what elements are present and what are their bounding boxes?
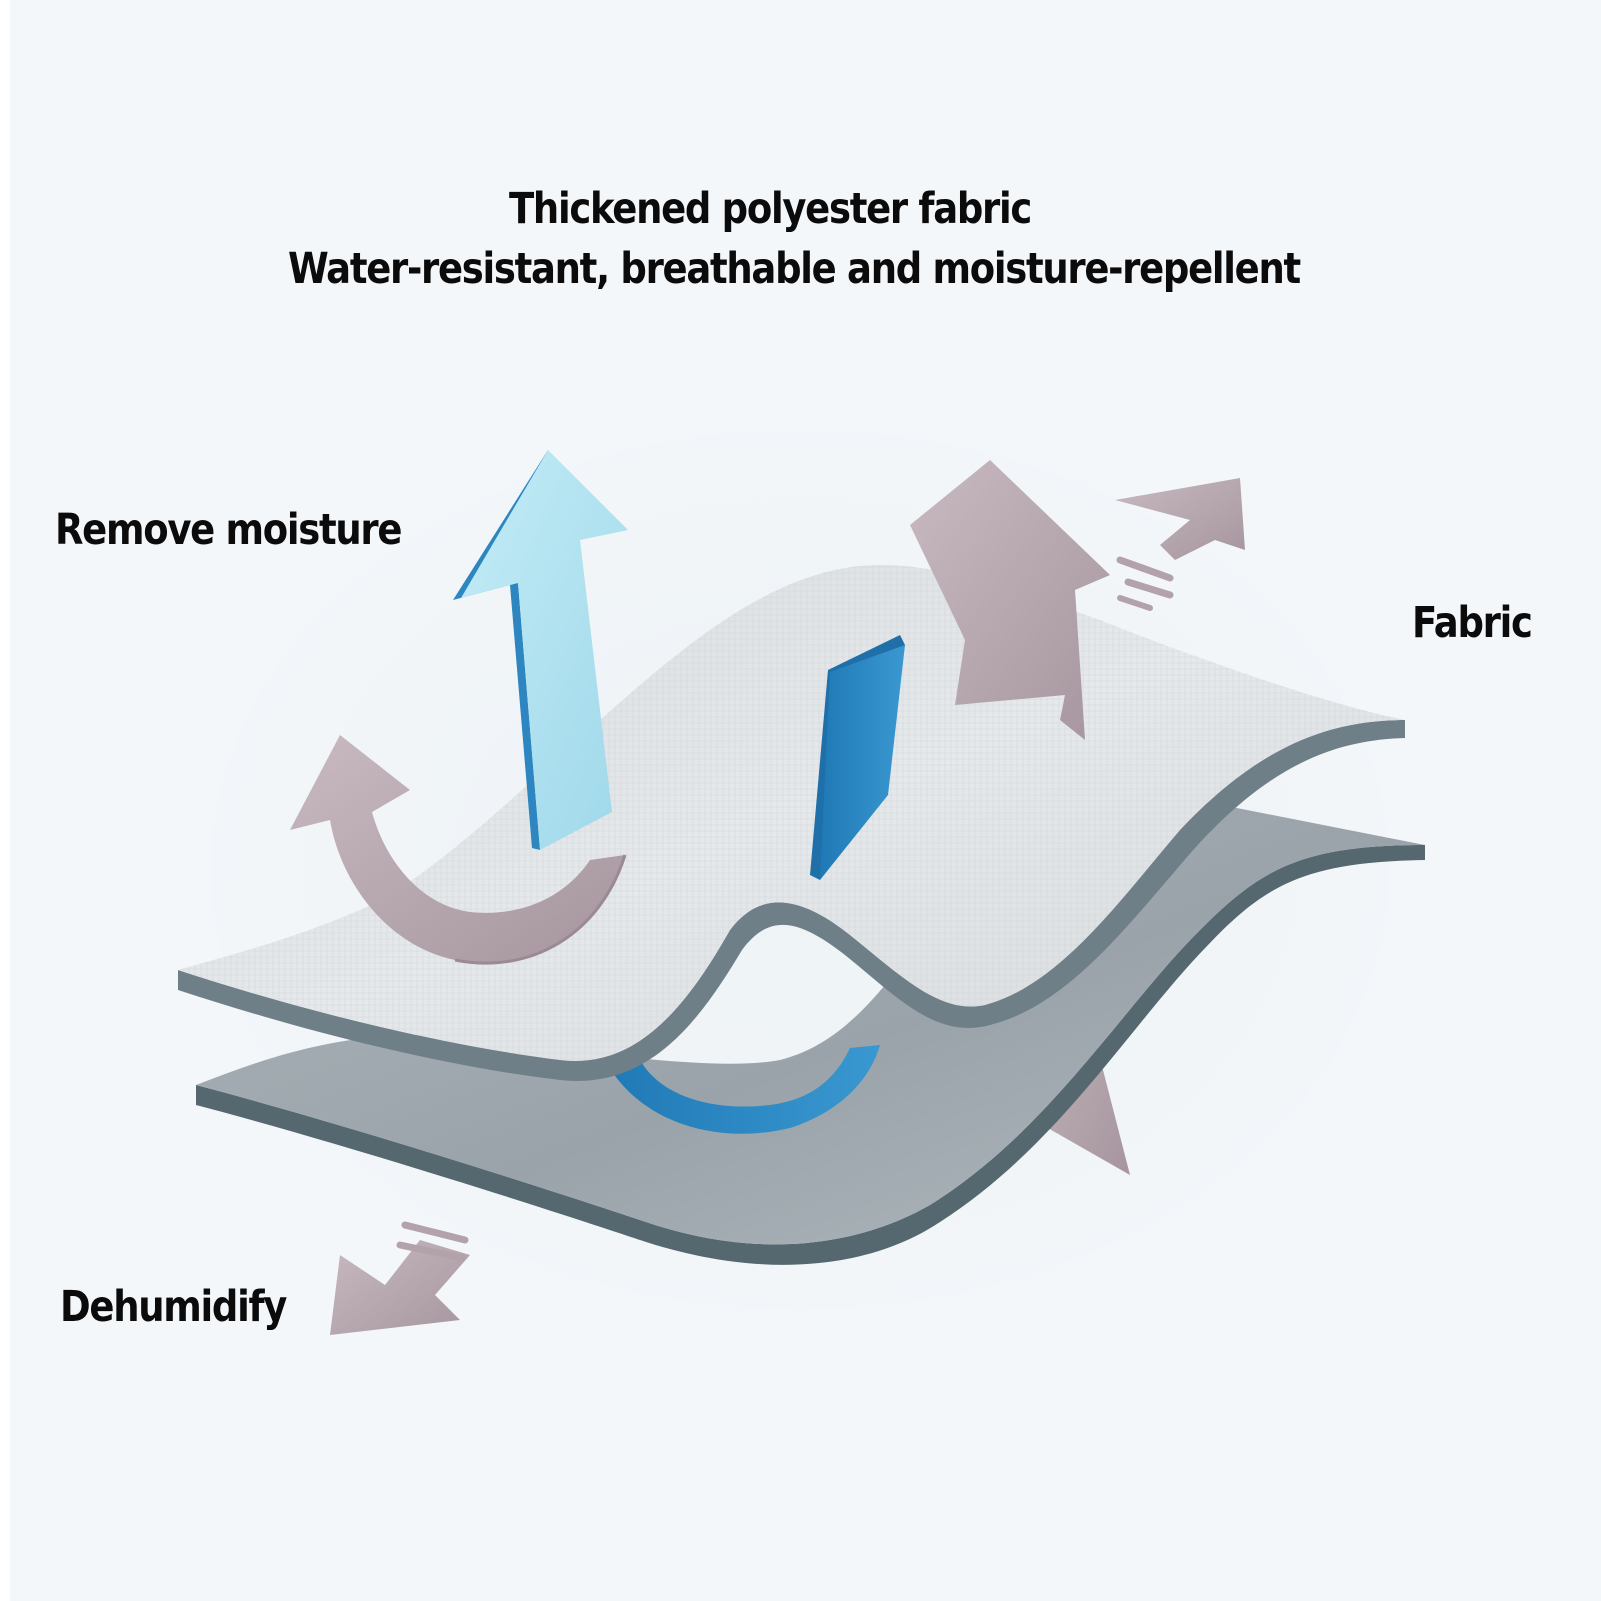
dehumidify-label: Dehumidify xyxy=(60,1282,287,1332)
blue-curve-band-icon xyxy=(605,1045,880,1134)
fabric-label: Fabric xyxy=(1412,598,1533,648)
blue-up-arrow-icon xyxy=(453,450,628,850)
title-line-1: Thickened polyester fabric xyxy=(509,184,1032,234)
mauve-small-arrow-icon xyxy=(1115,478,1245,611)
mauve-curved-arrow-icon xyxy=(290,735,627,965)
blue-bar-icon xyxy=(810,635,905,880)
title-line-2: Water-resistant, breathable and moisture… xyxy=(288,244,1301,294)
mauve-up-arrow-icon xyxy=(910,460,1110,740)
mauve-down-arrow-icon xyxy=(330,1221,470,1335)
remove-moisture-label: Remove moisture xyxy=(55,505,402,555)
